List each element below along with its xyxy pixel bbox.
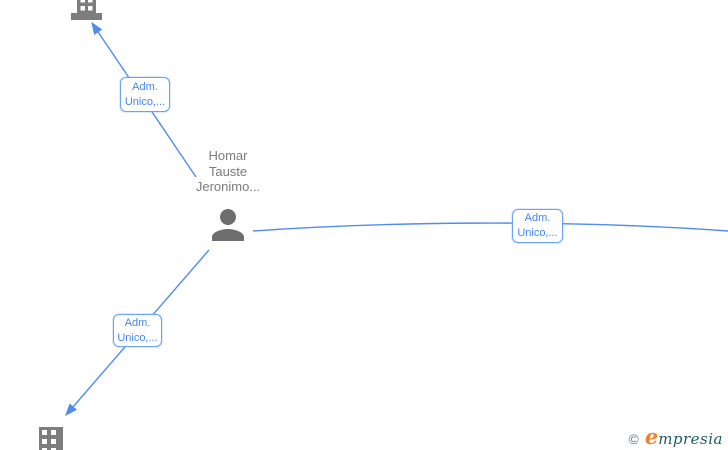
person-name-line: Homar <box>208 148 248 163</box>
logo-brand-text: mpresia <box>658 430 723 448</box>
edge-label-line: Unico,... <box>117 331 158 344</box>
edge-label-admin-unico-top[interactable]: Adm. Unico,... <box>120 77 170 112</box>
node-person[interactable]: Homar Tauste Jeronimo... <box>166 148 290 249</box>
person-name-line: Tauste <box>208 163 248 179</box>
building-icon <box>39 427 63 450</box>
node-company-top[interactable] <box>71 0 102 21</box>
building-icon <box>71 0 102 20</box>
edge-label-line: Adm. <box>524 212 551 224</box>
person-name-label: Homar Tauste Jeronimo... <box>166 148 290 195</box>
edge-label-line: Unico,... <box>517 227 558 239</box>
copyright-symbol: © <box>628 431 639 447</box>
edge-label-admin-unico-right[interactable]: Adm. Unico,... <box>512 209 563 243</box>
edge-label-admin-unico-bottom[interactable]: Adm. Unico,... <box>113 314 162 347</box>
edge-admin-unico-right <box>252 222 728 232</box>
logo-brand-initial: e <box>644 424 659 449</box>
edge-label-line: Unico,... <box>124 95 166 108</box>
person-name-line: Jeronimo... <box>195 179 261 194</box>
node-company-bottom[interactable] <box>39 427 63 450</box>
edge-label-line: Adm. <box>132 80 158 93</box>
empresia-logo[interactable]: © empresia <box>628 424 723 449</box>
edge-label-line: Adm. <box>124 316 151 329</box>
person-icon <box>212 208 244 241</box>
